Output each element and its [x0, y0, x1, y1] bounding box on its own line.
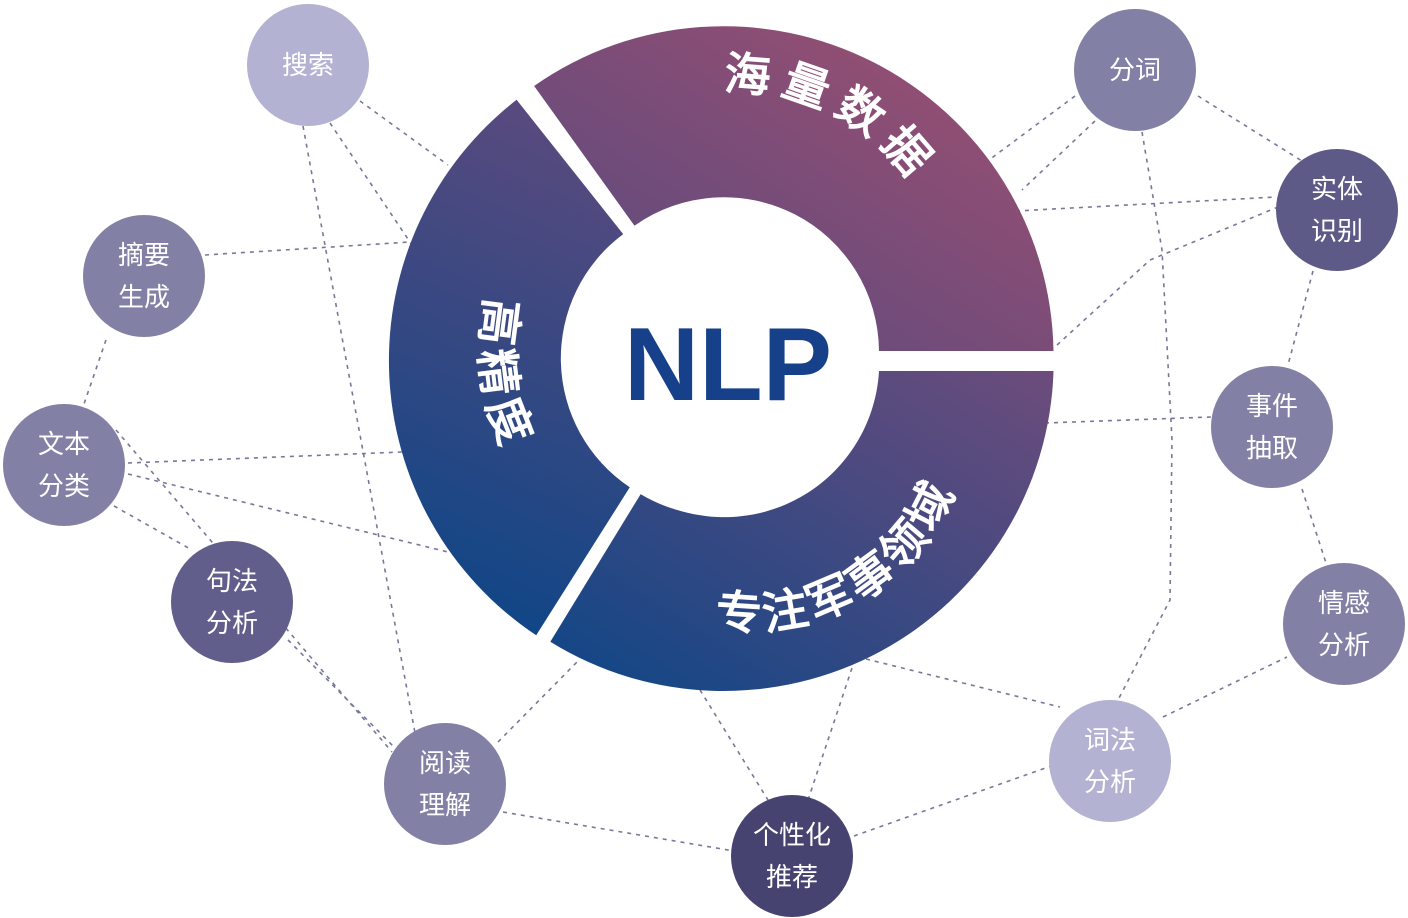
node-circle	[731, 795, 853, 917]
connection-line	[1056, 206, 1279, 346]
connection-line	[204, 241, 411, 256]
connection-line	[329, 122, 413, 246]
node-label: 分词	[1109, 56, 1161, 86]
connection-line	[1301, 488, 1327, 564]
node-circle	[1276, 149, 1398, 271]
node-label: 句法	[206, 567, 258, 597]
node-circle	[1049, 700, 1171, 822]
node-circle	[1074, 9, 1196, 131]
nlp-ring: 海量数据 专注军事领域 高精度 NLP	[388, 26, 1054, 691]
node-label: 分析	[1318, 631, 1370, 661]
node-circle	[1211, 366, 1333, 488]
node-label: 分类	[38, 472, 90, 502]
connection-line	[127, 451, 403, 464]
capability-nodes: 搜索摘要生成文本分类句法分析阅读理解个性化推荐词法分析情感分析事件抽取实体识别分…	[3, 4, 1405, 917]
node-circle	[171, 541, 293, 663]
connection-line	[699, 689, 769, 801]
node-label: 词法	[1084, 726, 1136, 756]
connection-line	[83, 339, 107, 405]
node-circle	[247, 4, 369, 126]
node-label: 分析	[1084, 768, 1136, 798]
node-search: 搜索	[247, 4, 369, 126]
node-label: 阅读	[419, 749, 471, 779]
node-circle	[1283, 563, 1405, 685]
connection-line	[1021, 120, 1096, 191]
node-label: 事件	[1246, 392, 1298, 422]
node-segment: 分词	[1074, 9, 1196, 131]
node-label: 摘要	[118, 241, 170, 271]
connection-line	[1044, 416, 1212, 424]
node-label: 抽取	[1246, 434, 1298, 464]
node-label: 识别	[1311, 217, 1363, 247]
node-label: 理解	[419, 791, 471, 821]
connection-line	[853, 765, 1052, 837]
node-circle	[384, 723, 506, 845]
connection-line	[127, 473, 449, 553]
node-label: 实体	[1311, 175, 1363, 205]
connection-line	[1287, 270, 1314, 366]
node-label: 情感	[1318, 589, 1370, 619]
node-label: 分析	[206, 609, 258, 639]
connection-line	[287, 639, 396, 749]
connection-line	[1117, 131, 1173, 701]
node-label: 个性化	[753, 821, 831, 851]
node-label: 文本	[38, 430, 90, 460]
segment-high-precision	[388, 99, 630, 636]
center-circle	[565, 206, 875, 516]
node-circle	[83, 215, 205, 337]
connection-line	[984, 95, 1076, 164]
segment-military-focus	[550, 371, 1054, 691]
node-label: 生成	[118, 283, 170, 313]
node-label: 搜索	[282, 51, 334, 81]
node-circle	[3, 404, 125, 526]
connection-line	[865, 658, 1061, 708]
connection-line	[1015, 196, 1277, 212]
connection-line	[497, 661, 578, 743]
node-label: 推荐	[766, 863, 818, 893]
connection-line	[359, 100, 449, 166]
connection-line	[807, 667, 853, 801]
connection-line	[502, 811, 735, 852]
center-label: NLP	[624, 307, 832, 423]
connection-line	[1162, 656, 1288, 718]
connection-line	[1197, 95, 1303, 162]
connection-line	[113, 505, 193, 551]
connection-lines	[83, 95, 1327, 852]
segment-massive-data	[534, 26, 1054, 351]
